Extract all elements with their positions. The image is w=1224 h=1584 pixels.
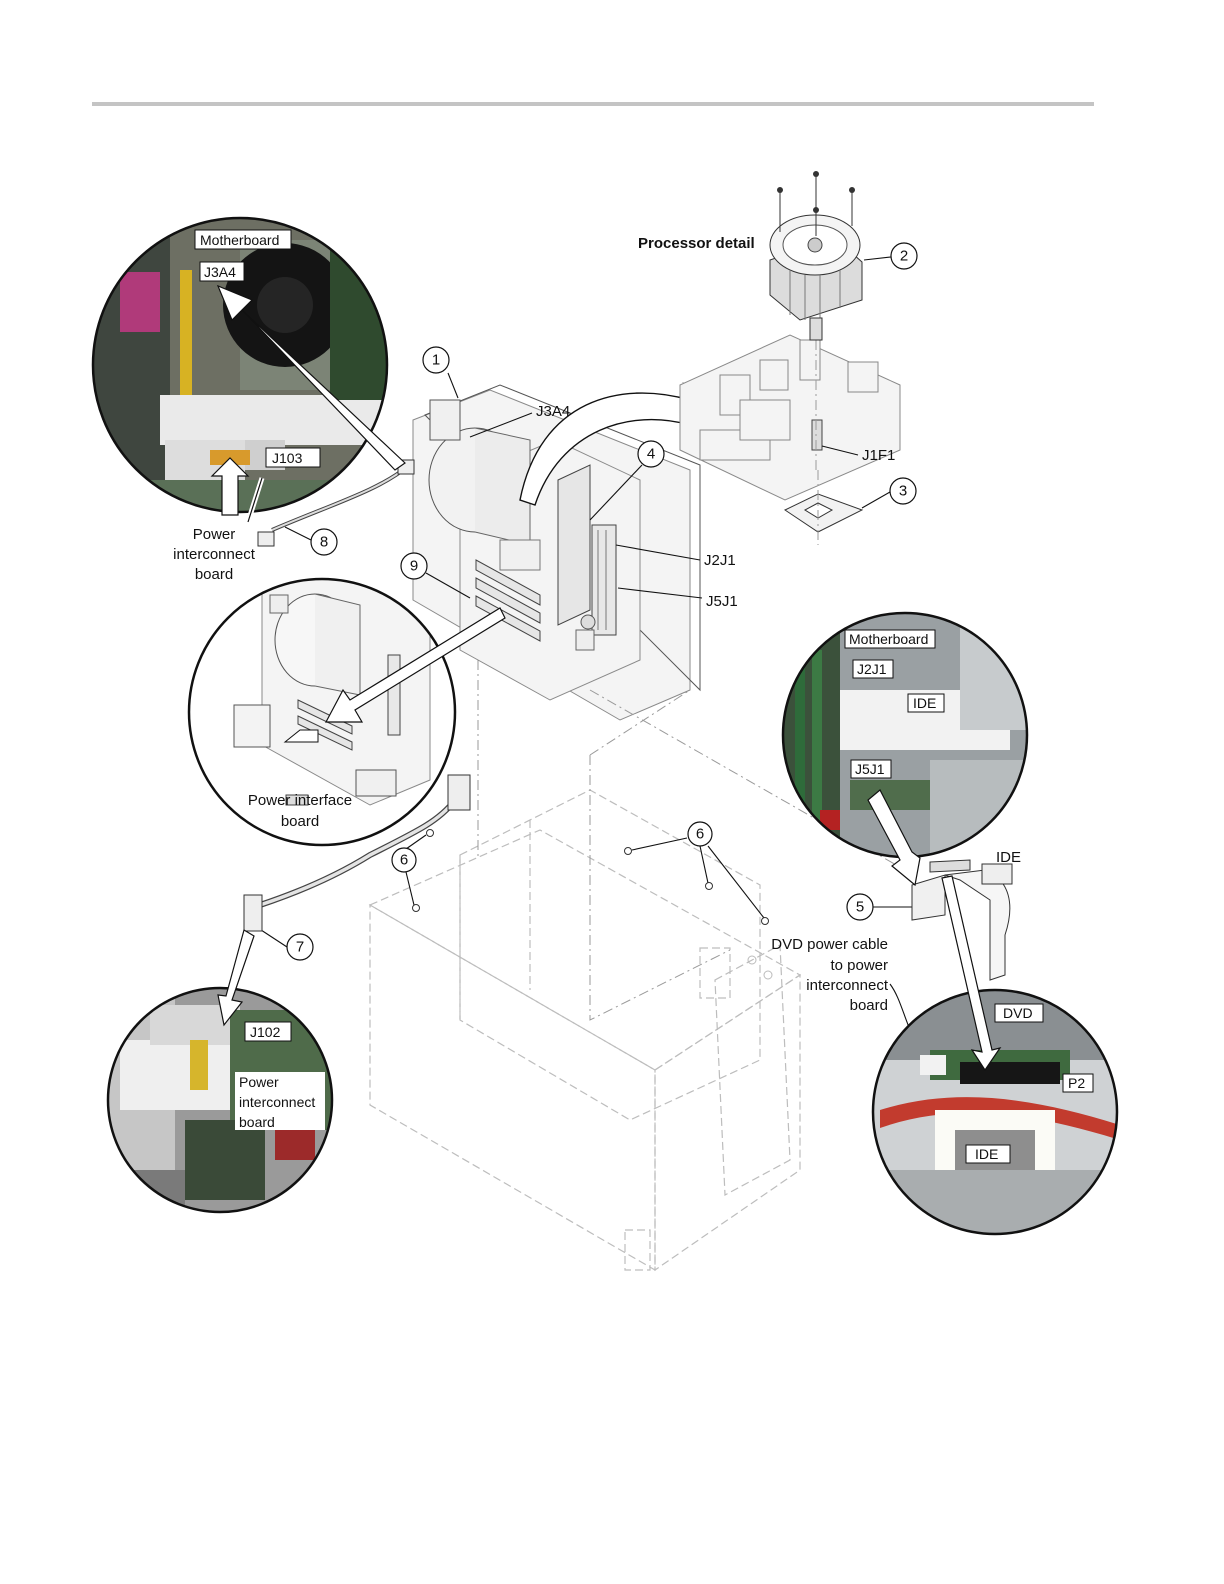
inset-bottom-left: J102 Power interconnect board: [105, 930, 340, 1215]
svg-text:8: 8: [320, 534, 328, 551]
svg-text:interconnect: interconnect: [806, 977, 889, 994]
dvd-power-note: DVD power cable to power interconnect bo…: [771, 936, 920, 1050]
inset-top-left-j3a4: J3A4: [204, 264, 236, 280]
callout-8: 8: [285, 527, 337, 555]
inset-top-left-caption-3: board: [195, 566, 233, 583]
svg-text:J3A4: J3A4: [536, 403, 570, 420]
svg-text:J1F1: J1F1: [862, 447, 895, 464]
svg-text:4: 4: [647, 446, 655, 463]
processor-board: [680, 335, 900, 500]
callout-2: 2: [864, 243, 917, 269]
chassis-frame: [370, 790, 800, 1270]
inset-bottom-left-caption-2: interconnect: [239, 1094, 315, 1110]
inset-bottom-left-caption-3: board: [239, 1114, 275, 1130]
inset-top-left-caption-2: interconnect: [173, 546, 256, 563]
svg-text:2: 2: [900, 248, 908, 265]
processor-post: [810, 318, 822, 340]
callout-7: 7: [258, 928, 313, 960]
inset-bottom-right-dvd: DVD: [1003, 1005, 1033, 1021]
inset-top-left-j103: J103: [272, 450, 303, 466]
inset-bottom-right-ide: IDE: [975, 1146, 998, 1162]
inset-mid-left-caption-2: board: [281, 813, 319, 830]
inset-right: Motherboard J2J1 IDE J5J1: [780, 610, 1030, 885]
svg-text:7: 7: [296, 939, 304, 956]
svg-text:9: 9: [410, 558, 418, 575]
svg-text:5: 5: [856, 899, 864, 916]
inset-bottom-right-p2: P2: [1068, 1075, 1085, 1091]
callout-6-left: 6: [392, 835, 426, 905]
inset-right-j5j1: J5J1: [855, 761, 885, 777]
svg-text:to power: to power: [830, 957, 888, 974]
callout-1: 1: [423, 347, 458, 398]
svg-text:1: 1: [432, 352, 440, 369]
svg-text:6: 6: [400, 852, 408, 869]
inset-right-ide: IDE: [913, 695, 936, 711]
svg-text:6: 6: [696, 826, 704, 843]
callout-3: 3: [862, 478, 916, 508]
inset-top-left: Motherboard J3A4 J103: [90, 215, 405, 522]
svg-text:3: 3: [899, 483, 907, 500]
inset-top-left-motherboard: Motherboard: [200, 232, 279, 248]
header-rule: [92, 102, 1094, 106]
inset-top-left-caption-1: Power: [193, 526, 236, 543]
inset-mid-left-caption-1: Power interface: [248, 792, 352, 809]
processor-detail-title: Processor detail: [638, 235, 755, 252]
inset-right-motherboard: Motherboard: [849, 631, 928, 647]
callout-5: 5: [847, 894, 912, 920]
inset-bottom-left-caption-1: Power: [239, 1074, 279, 1090]
inset-bottom-left-j102: J102: [250, 1024, 281, 1040]
svg-text:J2J1: J2J1: [704, 552, 736, 569]
svg-text:DVD power cable: DVD power cable: [771, 936, 888, 953]
svg-text:J5J1: J5J1: [706, 593, 738, 610]
label-ide: IDE: [996, 849, 1021, 866]
inset-right-j2j1: J2J1: [857, 661, 887, 677]
callout-6-right: 6: [632, 822, 764, 918]
svg-text:board: board: [850, 997, 888, 1014]
